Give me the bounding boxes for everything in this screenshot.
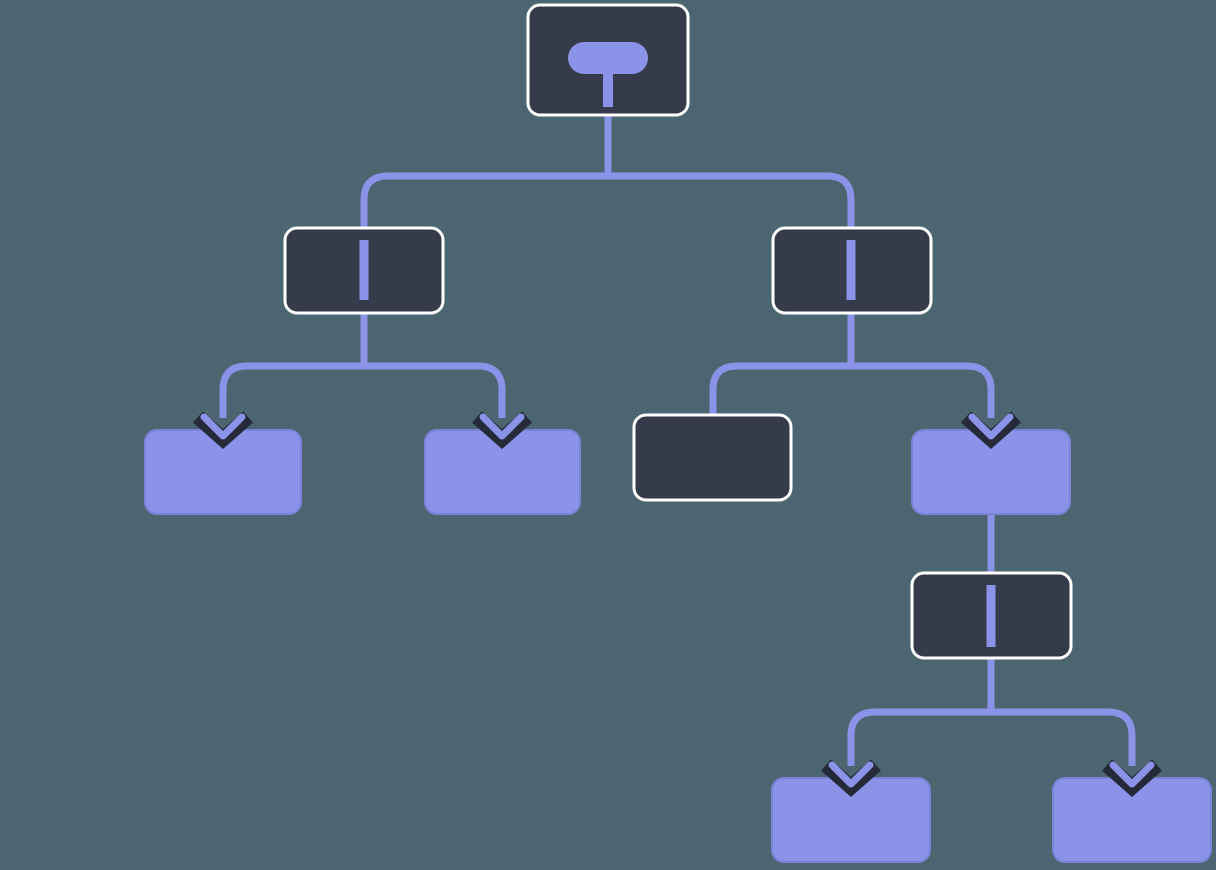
chevron-down-icon — [821, 759, 881, 797]
edge-root-rail — [360, 172, 855, 228]
chevron-down-icon — [1102, 759, 1162, 797]
tree-node-dark-leaf[interactable] — [632, 413, 793, 502]
root-pill-icon — [568, 42, 648, 107]
passthrough-bars — [359, 240, 996, 647]
edge-branch-right-rail — [709, 362, 995, 418]
drop-arrows — [193, 411, 1162, 797]
edge-passthrough-rail — [847, 708, 1136, 766]
chevron-head-shape — [479, 413, 525, 440]
chevron-head-shape — [828, 761, 874, 788]
tree-nodes — [144, 3, 1212, 863]
chevron-head-shape — [200, 413, 246, 440]
root-pill-shape — [568, 42, 648, 74]
chevron-down-icon — [193, 411, 253, 449]
chevron-down-icon — [961, 411, 1021, 449]
chevron-head-shape — [1109, 761, 1155, 788]
root-pill-stem — [603, 71, 613, 107]
edge-branch-left-rail — [219, 362, 506, 418]
chevron-down-icon — [472, 411, 532, 449]
chevron-head-shape — [968, 413, 1014, 440]
edge-connectors — [219, 112, 1136, 766]
